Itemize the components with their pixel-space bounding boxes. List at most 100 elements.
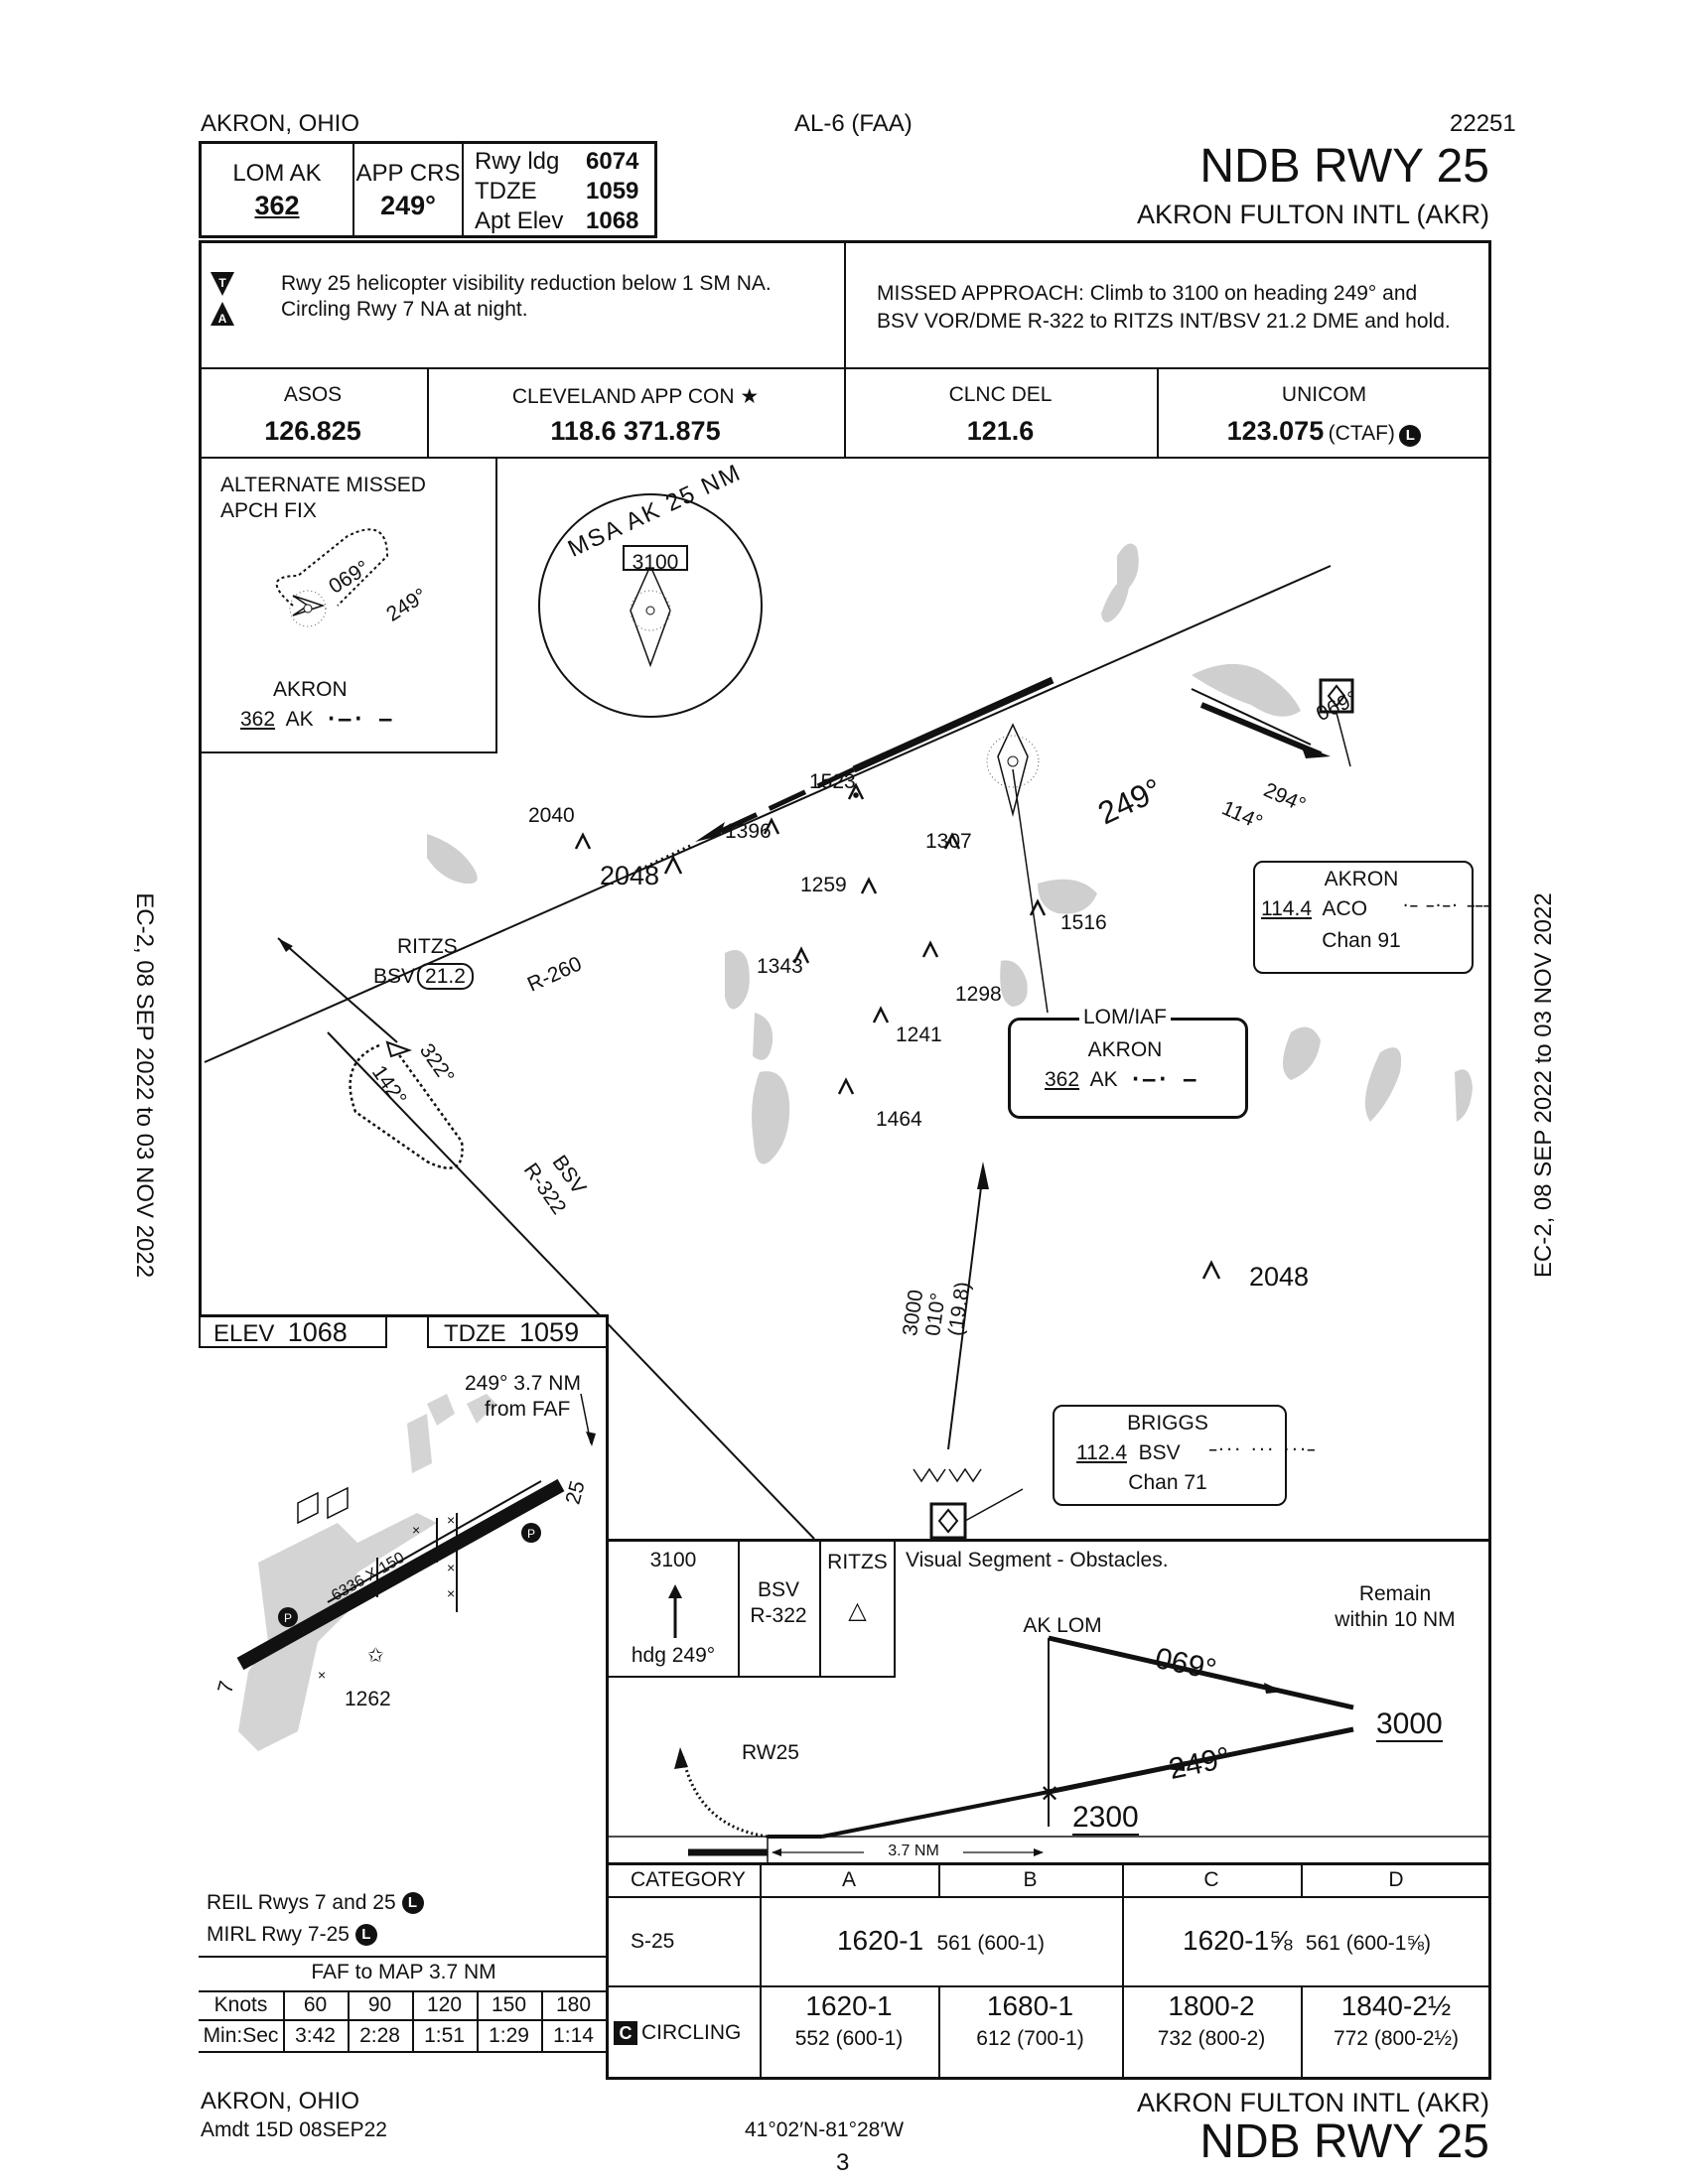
tdze-diagram: TDZE 1059 — [444, 1317, 580, 1347]
profile-rw25: RW25 — [742, 1741, 799, 1764]
elev: ELEV 1068 — [213, 1317, 348, 1347]
knots-60: 60 — [303, 1993, 328, 2016]
minsec-label: Min:Sec — [203, 2024, 279, 2047]
ma-alt: 3100 — [649, 1549, 697, 1571]
vor-aco-box — [1253, 861, 1474, 974]
clnc-del-label: CLNC DEL — [948, 383, 1053, 406]
circ-c-sub: 732 (800-2) — [1157, 2027, 1266, 2050]
vor-dme-aco-icon — [1319, 678, 1354, 714]
circ-b-sub: 612 (700-1) — [976, 2027, 1084, 2050]
circ-a-sub: 552 (600-1) — [794, 2027, 904, 2050]
timing-table — [199, 1956, 609, 2080]
obstacle-1259: 1259 — [800, 874, 847, 896]
tdze: 1059 — [586, 178, 639, 205]
header-chart-id: AL-6 (FAA) — [794, 110, 913, 137]
hold-triangle-icon: △ — [848, 1597, 867, 1624]
svg-text:P: P — [527, 1527, 535, 1541]
note-line-2: Circling Rwy 7 NA at night. — [281, 298, 528, 321]
margin-right: EC-2, 08 SEP 2022 to 03 NOV 2022 — [1529, 892, 1557, 1279]
tdze-label: TDZE — [475, 178, 537, 205]
vor-aco-chan: Chan 91 — [1322, 929, 1401, 952]
briggs-chan: Chan 71 — [1128, 1471, 1207, 1494]
lighting-icon: L — [401, 1892, 424, 1915]
circling-badge-icon: C — [614, 2021, 637, 2046]
knots-180: 180 — [555, 1993, 592, 2016]
svg-text:×: × — [318, 1667, 326, 1683]
svg-text:×: × — [447, 1585, 455, 1601]
missed-approach-1: MISSED APPROACH: Climb to 3100 on headin… — [877, 282, 1418, 305]
circ-b-main: 1680-1 — [986, 1990, 1074, 2021]
circ-d-main: 1840-2½ — [1340, 1990, 1452, 2021]
faf-cross-icon: ✕ — [1040, 1781, 1059, 1808]
header-cycle: 22251 — [1450, 110, 1516, 137]
rwy-ldg-label: Rwy ldg — [475, 148, 560, 175]
up-arrow-icon — [668, 1584, 682, 1643]
cat-d: D — [1388, 1868, 1404, 1891]
s25-ab: 1620-1 561 (600-1) — [836, 1925, 1046, 1956]
circ-d-sub: 772 (800-2½) — [1333, 2027, 1460, 2050]
remain-2: within 10 NM — [1335, 1608, 1456, 1631]
obstacle-2048-east: 2048 — [1249, 1262, 1310, 1292]
s25-label: S-25 — [631, 1930, 675, 1953]
alt-ndb-name: AKRON — [273, 678, 348, 701]
svg-text:×: × — [447, 1512, 455, 1528]
lom-name: AKRON — [1087, 1038, 1163, 1061]
obstacle-1343: 1343 — [757, 955, 803, 978]
svg-text:×: × — [447, 1560, 455, 1575]
svg-text:P: P — [284, 1611, 292, 1625]
cat-a: A — [841, 1868, 856, 1891]
apt-elev-label: Apt Elev — [475, 207, 564, 234]
footer-amendment: Amdt 15D 08SEP22 — [201, 2118, 387, 2141]
footer-coords: 41°02′N-81°28′W — [745, 2118, 905, 2141]
briggs-ident: 112.4 BSV — [1076, 1441, 1181, 1464]
briggs-name: BRIGGS — [1127, 1412, 1208, 1434]
header-procedure: NDB RWY 25 — [1199, 140, 1489, 193]
missed-approach-icons — [609, 1539, 896, 1678]
rwy-ldg: 6074 — [586, 148, 639, 175]
cat-b: B — [1023, 1868, 1038, 1891]
footer-procedure: NDB RWY 25 — [1199, 2116, 1489, 2168]
time-90: 2:28 — [359, 2024, 400, 2047]
cat-c: C — [1203, 1868, 1219, 1891]
obstacle-2040: 2040 — [528, 804, 575, 827]
note-line-1: Rwy 25 helicopter visibility reduction b… — [281, 272, 772, 295]
circ-c-main: 1800-2 — [1168, 1990, 1255, 2021]
lom-label: LOM AK — [232, 160, 322, 187]
vor-aco-morse: ·– –·–· ––– — [1402, 898, 1492, 912]
unicom-label: UNICOM — [1281, 383, 1367, 406]
vor-aco-name: AKRON — [1324, 868, 1399, 890]
alternate-missed-hold — [275, 528, 389, 627]
clnc-del-freq: 121.6 — [966, 416, 1035, 446]
page-number: 3 — [836, 2149, 850, 2176]
ma-fix-2: R-322 — [750, 1604, 807, 1627]
app-con-freq: 118.6 371.875 — [550, 416, 721, 446]
unicom-freq: 123.075 (CTAF) L — [1157, 416, 1491, 447]
header-airport: AKRON FULTON INTL (AKR) — [1136, 200, 1489, 229]
faf-note-2: from FAF — [485, 1398, 571, 1421]
briggs-morse: –··· ··· ···– — [1209, 1442, 1316, 1456]
time-120: 1:51 — [424, 2024, 465, 2047]
obstacle-icons — [574, 782, 1221, 1280]
alt-missed-line-2: APCH FIX — [220, 499, 317, 522]
app-con-label: CLEVELAND APP CON ★ — [511, 385, 760, 408]
obstacle-1396: 1396 — [725, 820, 772, 843]
lom-freq: 362 — [254, 191, 300, 220]
obstacle-1298: 1298 — [955, 983, 1002, 1006]
profile-alt-2300: 2300 — [1072, 1801, 1139, 1836]
msa-ndb-icon — [630, 564, 671, 668]
footer-city: AKRON, OHIO — [201, 2088, 360, 2115]
knots-90: 90 — [367, 1993, 392, 2016]
obstacle-1262: 1262 — [345, 1688, 391, 1710]
visual-segment: Visual Segment - Obstacles. — [906, 1549, 1169, 1571]
lighting-icon: L — [1399, 424, 1422, 447]
s25-cd: 1620-1⅝ 561 (600-1⅝) — [1183, 1925, 1431, 1956]
faf-note-1: 249° 3.7 NM — [465, 1372, 581, 1395]
missed-approach-2: BSV VOR/DME R-322 to RITZS INT/BSV 21.2 … — [877, 310, 1451, 333]
asos-label: ASOS — [283, 383, 343, 406]
remain-1: Remain — [1358, 1582, 1432, 1605]
app-crs-label: APP CRS — [355, 160, 461, 187]
lom-iaf-label: LOM/IAF — [1008, 1006, 1242, 1028]
star-icon: ★ — [740, 385, 760, 408]
